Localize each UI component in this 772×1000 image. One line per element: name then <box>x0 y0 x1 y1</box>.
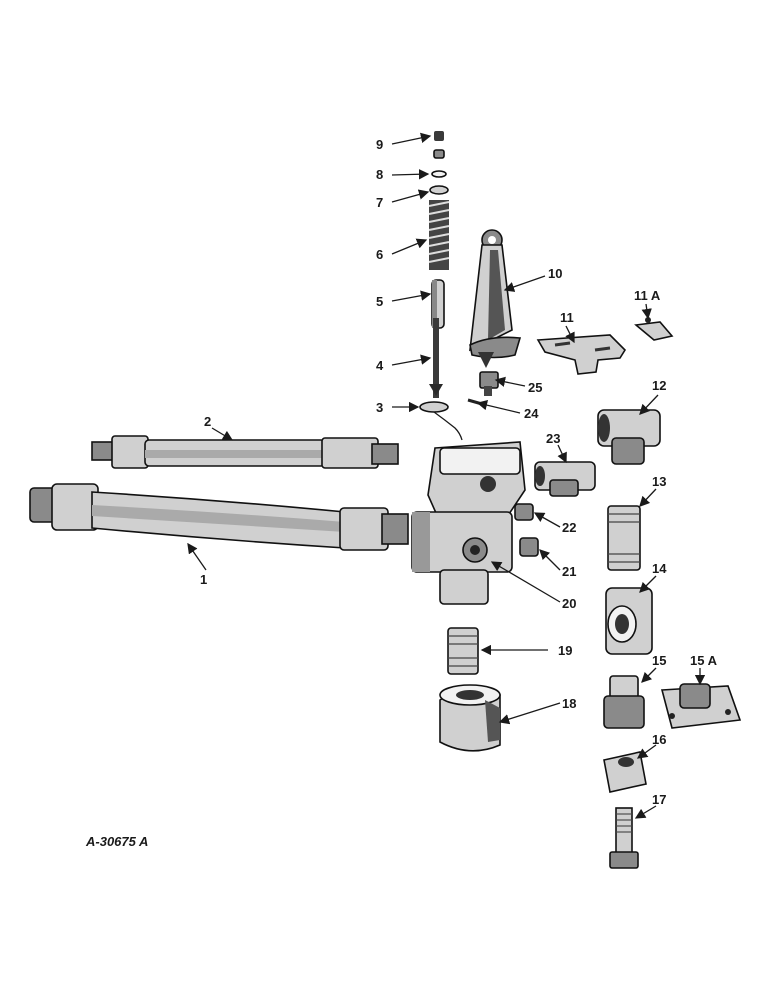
part-16-nut <box>603 751 647 793</box>
callout-25: 25 <box>528 380 542 395</box>
callout-9: 9 <box>376 137 383 152</box>
callout-1: 1 <box>200 572 207 587</box>
callout-20: 20 <box>562 596 576 611</box>
part-14-tee <box>605 587 653 655</box>
callout-24: 24 <box>524 406 539 421</box>
part-23-tee <box>534 461 596 497</box>
part-18-elbow <box>439 684 501 752</box>
part-8-washer <box>431 170 447 178</box>
part-4-rod <box>429 318 443 398</box>
callout-labels: 9 8 7 6 5 4 3 10 11 11 A 25 24 23 12 2 1… <box>85 137 718 849</box>
part-6-spring <box>428 200 450 270</box>
part-9-lock <box>433 131 445 159</box>
callout-7: 7 <box>376 195 383 210</box>
callout-8: 8 <box>376 167 383 182</box>
part-2-hose <box>91 435 399 469</box>
callout-11a: 11 A <box>634 288 661 303</box>
part-20-valve-body <box>411 441 526 605</box>
part-10-lever <box>469 229 522 368</box>
part-21-plug <box>519 537 539 557</box>
callout-16: 16 <box>652 732 666 747</box>
part-12-tee <box>597 409 661 465</box>
callout-5: 5 <box>376 294 383 309</box>
callout-17: 17 <box>652 792 666 807</box>
callout-22: 22 <box>562 520 576 535</box>
callout-21: 21 <box>562 564 576 579</box>
part-1-hose <box>29 483 409 551</box>
callout-15: 15 <box>652 653 666 668</box>
part-25-clevis <box>479 371 499 396</box>
part-7-washer <box>429 185 449 195</box>
part-13-nipple <box>607 505 641 571</box>
part-22-plug <box>514 503 534 521</box>
part-11-bracket <box>536 334 627 375</box>
drawing-id: A-30675 A <box>85 834 148 849</box>
callout-13: 13 <box>652 474 666 489</box>
leader-lines <box>187 132 706 819</box>
callout-4: 4 <box>376 358 384 373</box>
part-15a-flange <box>660 683 742 729</box>
callout-12: 12 <box>652 378 666 393</box>
part-15-adapter <box>603 675 645 729</box>
callout-18: 18 <box>562 696 576 711</box>
callout-19: 19 <box>558 643 572 658</box>
part-19-nipple <box>447 627 479 675</box>
callout-15a: 15 A <box>690 653 718 668</box>
callout-14: 14 <box>652 561 667 576</box>
callout-10: 10 <box>548 266 562 281</box>
callout-23: 23 <box>546 431 560 446</box>
part-11a-bracket <box>634 317 674 341</box>
part-3-gasket <box>419 401 463 441</box>
callout-11: 11 <box>560 310 574 325</box>
part-17-bolt <box>609 807 639 869</box>
callout-3: 3 <box>376 400 383 415</box>
callout-6: 6 <box>376 247 383 262</box>
callout-2: 2 <box>204 414 211 429</box>
